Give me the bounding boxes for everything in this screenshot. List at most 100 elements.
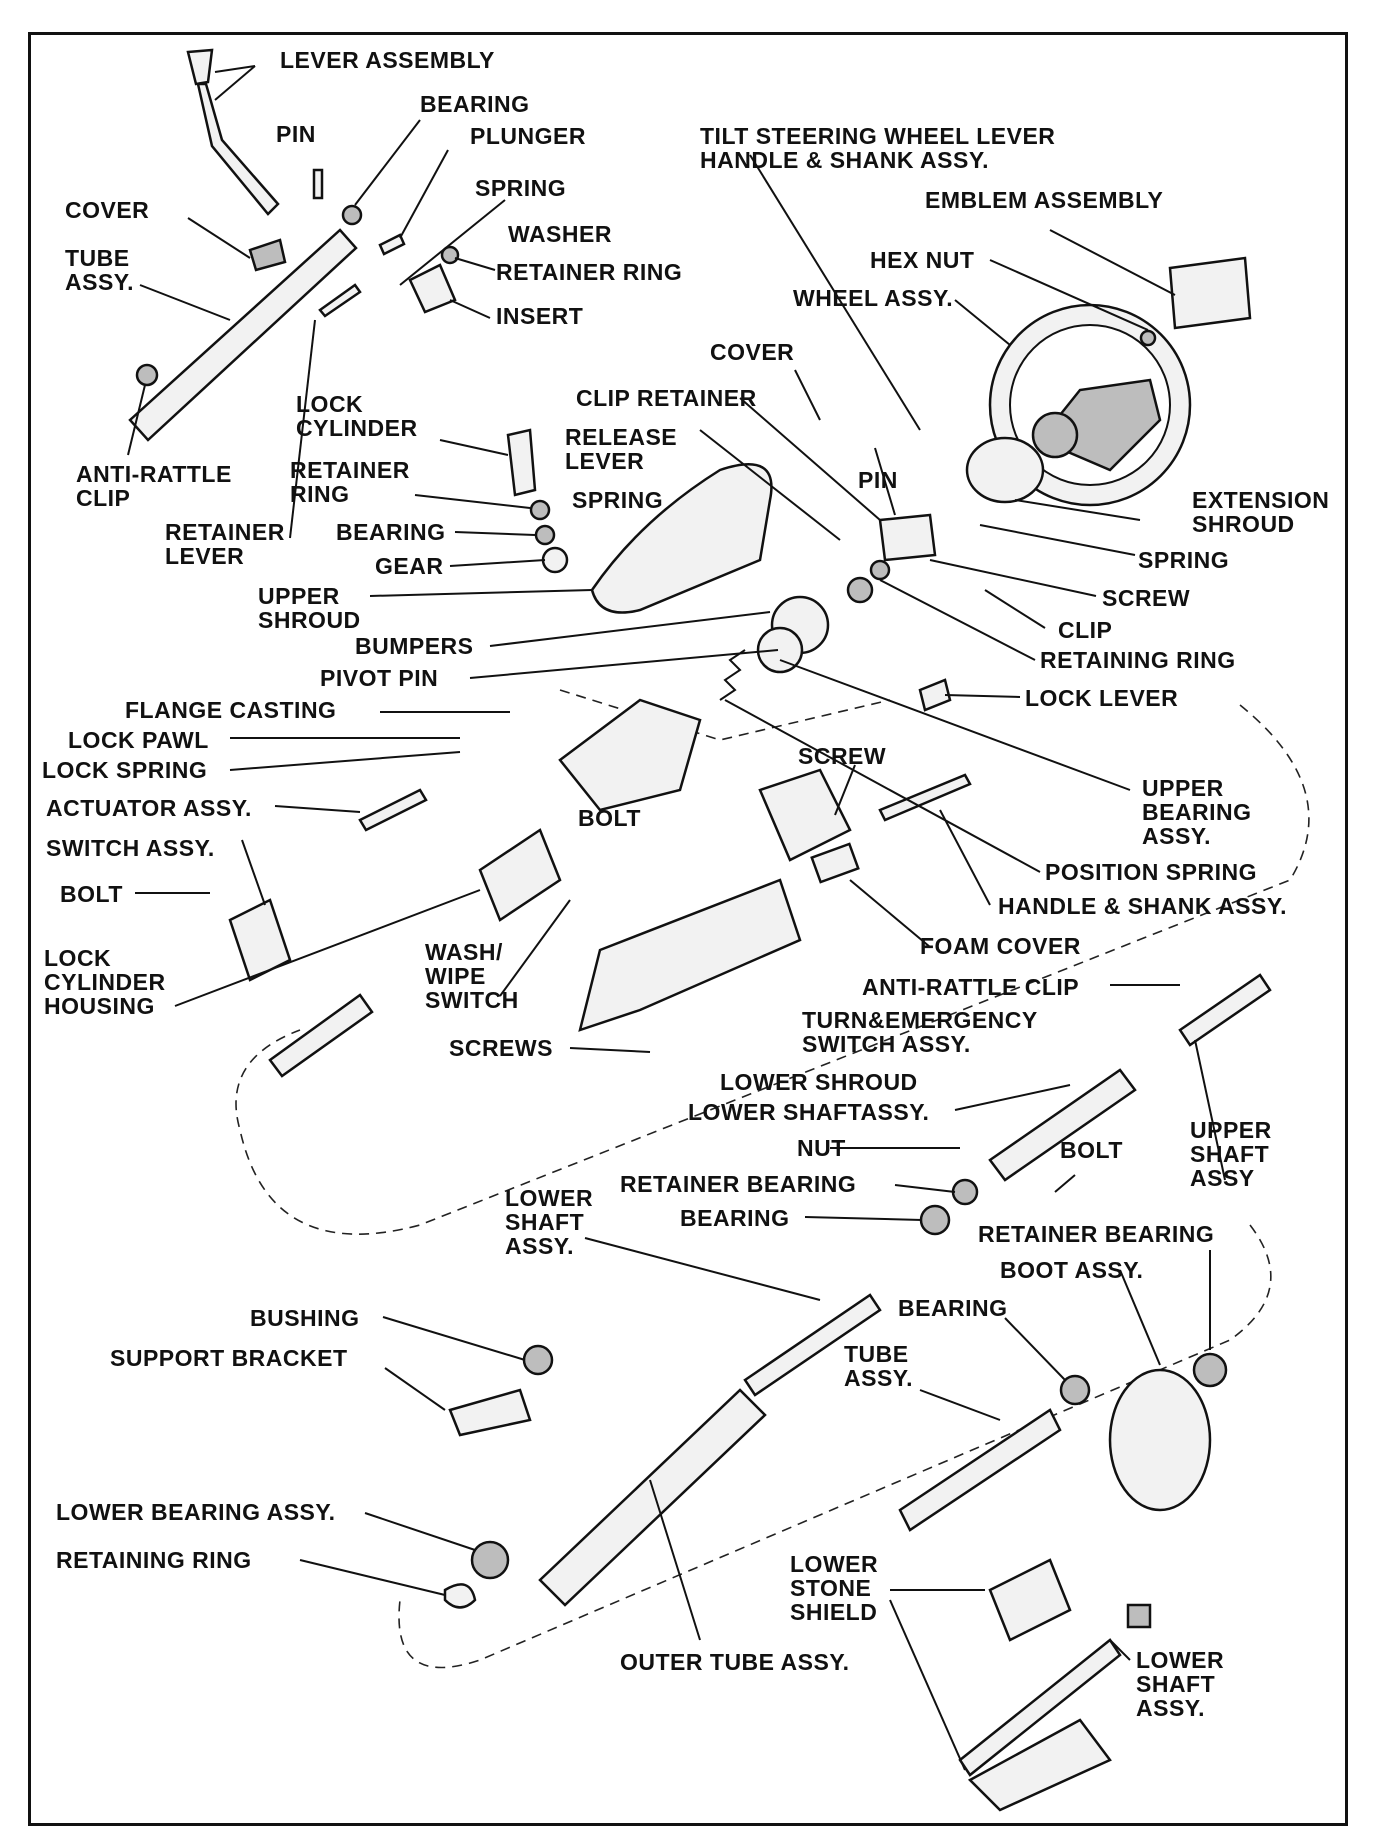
label-switch-assy: SWITCH ASSY. — [46, 835, 215, 861]
label-bearing-top: BEARING — [420, 91, 530, 117]
bearing-ring-part — [919, 1204, 951, 1236]
label-outer-tube-assy: OUTER TUBE ASSY. — [620, 1649, 850, 1675]
label-anti-rattle-clip-right: ANTI-RATTLE CLIP — [862, 974, 1080, 1000]
label-screw-right: SCREW — [1102, 585, 1191, 611]
label-flange-casting: FLANGE CASTING — [125, 697, 337, 723]
label-washer: WASHER — [508, 221, 612, 247]
center-alignment-line — [559, 689, 891, 741]
label-spring-mid: SPRING — [572, 487, 664, 513]
upper-shroud-part — [590, 463, 773, 614]
label-lower-shroud: LOWER SHROUD — [720, 1069, 918, 1095]
label-lower-shaft-assy-left: LOWER SHAFT ASSY. — [505, 1185, 594, 1259]
label-pin-mid: PIN — [858, 467, 898, 493]
leader-lines — [127, 65, 1226, 1771]
label-tilt-lever: TILT STEERING WHEEL LEVER HANDLE & SHANK… — [700, 123, 1056, 173]
actuator-assy-part — [358, 788, 428, 832]
label-retainer-ring: RETAINER RING — [496, 259, 683, 285]
lower-shroud-part — [578, 878, 802, 1032]
label-cover-mid: COVER — [710, 339, 795, 365]
support-bracket-part — [448, 1388, 532, 1437]
bearing-housing-part — [756, 559, 891, 674]
label-boot-assy: BOOT ASSY. — [1000, 1257, 1144, 1283]
label-hex-nut: HEX NUT — [870, 247, 975, 273]
label-emblem-assembly: EMBLEM ASSEMBLY — [925, 187, 1164, 213]
label-insert: INSERT — [496, 303, 584, 329]
label-lock-lever: LOCK LEVER — [1025, 685, 1179, 711]
label-cover-left: COVER — [65, 197, 150, 223]
lever-assembly-part — [186, 48, 280, 216]
label-bumpers: BUMPERS — [355, 633, 474, 659]
label-handle-shank-assy: HANDLE & SHANK ASSY. — [998, 893, 1288, 919]
lower-shaft-assy-mid-part — [988, 1068, 1137, 1182]
switch-assy-part — [228, 898, 292, 982]
label-bolt-lower: BOLT — [1060, 1137, 1123, 1163]
label-lower-bearing-assy: LOWER BEARING ASSY. — [56, 1499, 336, 1525]
hex-nut-part — [1139, 329, 1157, 347]
boot-retainer-bearing-part — [1192, 1352, 1228, 1388]
label-actuator-assy: ACTUATOR ASSY. — [46, 795, 252, 821]
lower-tube-assy-part — [898, 1408, 1062, 1532]
label-turn-emergency-switch: TURN&EMERGENCY SWITCH ASSY. — [802, 1007, 1038, 1057]
label-foam-cover: FOAM COVER — [920, 933, 1081, 959]
label-lock-pawl: LOCK PAWL — [68, 727, 209, 753]
label-screw-mid: SCREW — [798, 743, 887, 769]
lock-lever-part — [918, 678, 952, 712]
label-bolt-left: BOLT — [60, 881, 123, 907]
label-lock-spring: LOCK SPRING — [42, 757, 208, 783]
extension-shroud-part — [965, 436, 1045, 504]
label-retaining-ring-mid: RETAINING RING — [1040, 647, 1236, 673]
upper-shaft-assy-part — [1178, 973, 1272, 1047]
label-bearing-mid: BEARING — [336, 519, 446, 545]
retainer-bearing-part — [951, 1178, 979, 1206]
foam-cover-part — [810, 842, 860, 884]
label-lock-cylinder: LOCK CYLINDER — [296, 391, 418, 441]
bushing-part — [522, 1344, 554, 1376]
handle-shank-part — [878, 773, 972, 822]
label-clip: CLIP — [1058, 617, 1113, 643]
label-pivot-pin: PIVOT PIN — [320, 665, 439, 691]
label-bolt-mid: BOLT — [578, 805, 641, 831]
label-lower-shaft-assy-right: LOWER SHAFT ASSY. — [1136, 1647, 1225, 1721]
clip-retainer-block — [878, 513, 937, 562]
lower-shaft-right-part — [958, 1638, 1122, 1777]
label-bearing-lower: BEARING — [680, 1205, 790, 1231]
lower-shroud-bottom-part — [967, 1718, 1112, 1812]
label-support-bracket: SUPPORT BRACKET — [110, 1345, 348, 1371]
outer-tube-part — [538, 1388, 767, 1607]
stone-shield-part — [988, 1558, 1072, 1642]
label-lower-stone-shield: LOWER STONE SHIELD — [790, 1551, 879, 1625]
label-release-lever: RELEASE LEVER — [565, 424, 678, 474]
label-retainer-lever: RETAINER LEVER — [165, 519, 285, 569]
label-spring-top: SPRING — [475, 175, 567, 201]
label-extension-shroud: EXTENSION SHROUD — [1192, 487, 1330, 537]
label-bearing-right: BEARING — [898, 1295, 1008, 1321]
label-gear: GEAR — [375, 553, 444, 579]
emblem-part — [1168, 256, 1252, 330]
label-bushing: BUSHING — [250, 1305, 360, 1331]
label-wash-wipe-switch: WASH/ WIPE SWITCH — [425, 939, 519, 1013]
upper-assembly-outline — [235, 704, 1310, 1235]
label-upper-shroud: UPPER SHROUD — [258, 583, 361, 633]
pin-bearing-plunger-parts — [312, 168, 460, 318]
label-spring-right: SPRING — [1138, 547, 1230, 573]
flange-casting-part — [558, 698, 702, 812]
label-retainer-ring-small: RETAINER RING — [290, 457, 410, 507]
upper-tube-assy-part — [128, 228, 358, 442]
boot-assy-part — [1108, 1368, 1212, 1512]
label-wheel-assy: WHEEL ASSY. — [793, 285, 954, 311]
position-spring-part — [719, 649, 746, 701]
label-lower-shaft-assy-mid: LOWER SHAFTASSY. — [688, 1099, 930, 1125]
cover-part — [248, 238, 287, 272]
label-lock-cylinder-housing: LOCK CYLINDER HOUSING — [44, 945, 166, 1019]
lock-cylinder-housing-part — [478, 828, 562, 922]
label-upper-bearing-assy: UPPER BEARING ASSY. — [1142, 775, 1252, 849]
lower-bearing-right-part — [1059, 1374, 1091, 1406]
label-plunger: PLUNGER — [470, 123, 586, 149]
lock-cylinder-stack — [506, 428, 569, 574]
label-position-spring: POSITION SPRING — [1045, 859, 1257, 885]
label-upper-shaft-assy: UPPER SHAFT ASSY — [1190, 1117, 1272, 1191]
label-pin-top: PIN — [276, 121, 316, 147]
label-clip-retainer: CLIP RETAINER — [576, 385, 757, 411]
label-retaining-ring-lower: RETAINING RING — [56, 1547, 252, 1573]
